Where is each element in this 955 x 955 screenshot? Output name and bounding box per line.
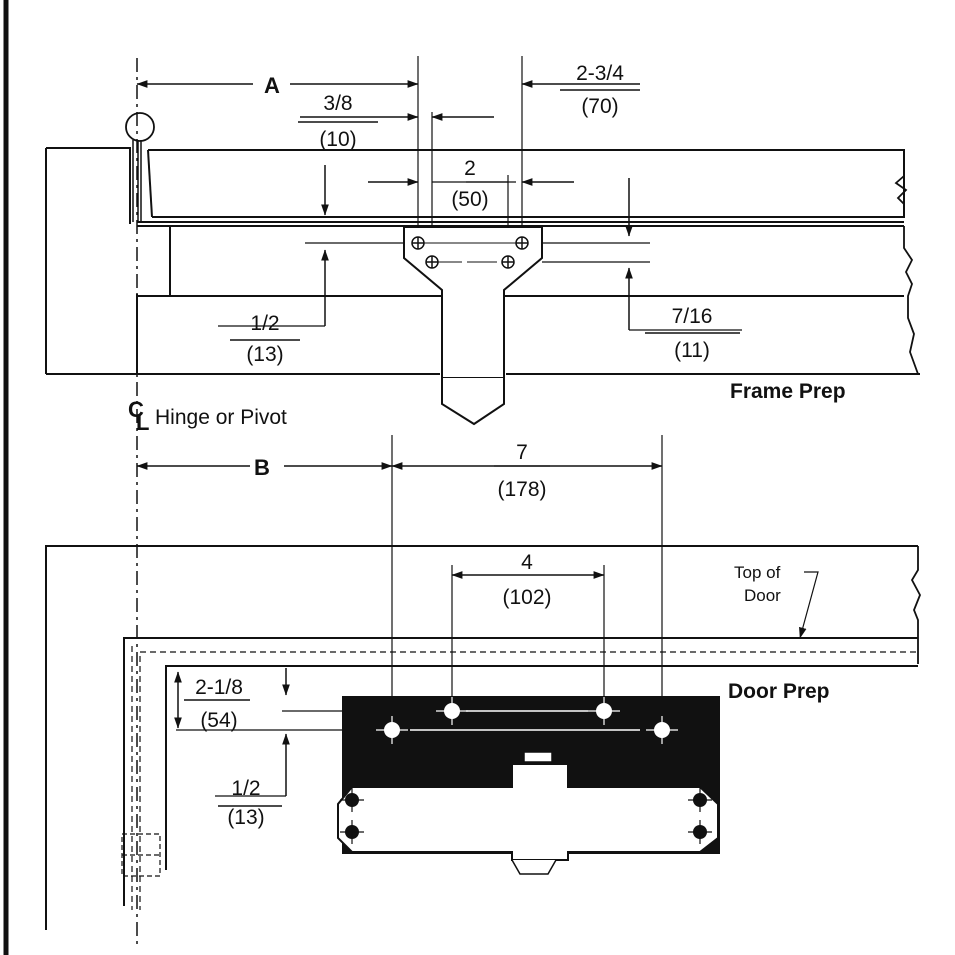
dim-b-label: B <box>254 455 270 480</box>
door-outline <box>45 545 918 930</box>
dim-1-2-door-label: 1/2 <box>231 777 260 800</box>
frame-mounting-holes <box>411 236 529 269</box>
door-prep-title: Door Prep <box>728 680 830 703</box>
dim-7-label: 7 <box>516 441 528 464</box>
dim-7-mm: (178) <box>497 478 546 501</box>
top-of-door-label-1: Top of <box>734 563 781 582</box>
closer-body <box>337 763 719 861</box>
dim-3-8-mm: (10) <box>319 128 356 151</box>
dim-7-16-mm: (11) <box>674 339 710 362</box>
door-mounting-holes <box>376 697 678 744</box>
dim-2-3-4-mm: (70) <box>581 95 618 118</box>
dim-2-3-4-label: 2-3/4 <box>576 62 624 85</box>
dim-1-2-door-mm: (13) <box>227 806 264 829</box>
closer-body-holes <box>340 788 712 844</box>
dim-2-label: 2 <box>464 157 476 180</box>
break-line <box>910 546 921 664</box>
hinge-pin <box>125 112 155 142</box>
dim-1-2-mm: (13) <box>246 343 283 366</box>
break-line <box>894 150 908 217</box>
hinge-label: Hinge or Pivot <box>155 406 287 429</box>
dim-4-label: 4 <box>521 551 533 574</box>
dim-2-1-8-mm: (54) <box>200 709 237 732</box>
dim-4-mm: (102) <box>502 586 551 609</box>
centerline-symbol-l: L <box>136 410 149 435</box>
dim-a-label: A <box>264 73 280 98</box>
door-prep-drawing <box>45 435 921 930</box>
frame-door-edge <box>148 149 905 218</box>
frame-prep-drawing <box>45 56 920 426</box>
top-of-door-leader <box>799 571 819 639</box>
dim-1-2-label: 1/2 <box>250 312 279 335</box>
dim-2-1-8-label: 2-1/8 <box>195 676 243 699</box>
centerline-symbol-c: C <box>128 397 144 422</box>
top-of-door-label-2: Door <box>744 586 781 605</box>
dim-2-mm: (50) <box>451 188 488 211</box>
dim-7-16-label: 7/16 <box>672 305 713 328</box>
frame-prep-title: Frame Prep <box>730 380 846 403</box>
dim-3-8-label: 3/8 <box>323 92 352 115</box>
